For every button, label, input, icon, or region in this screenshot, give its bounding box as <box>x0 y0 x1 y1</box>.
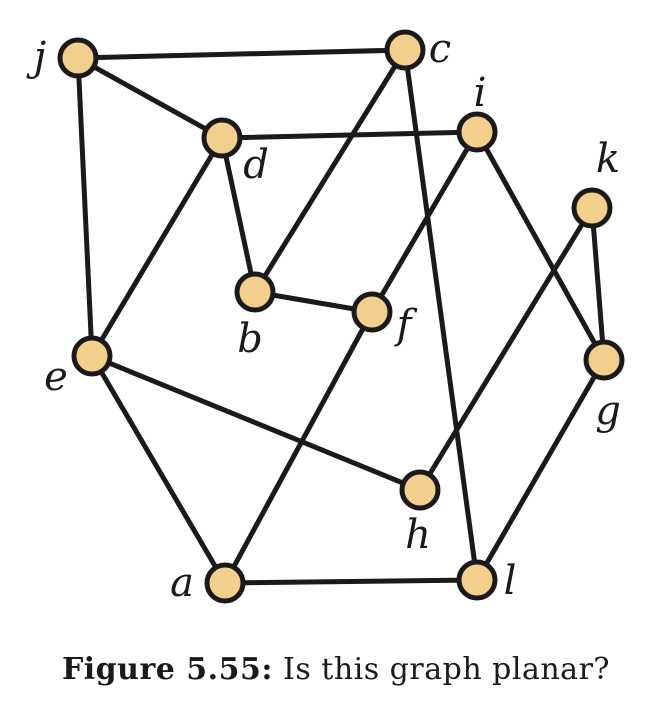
vertex-d <box>201 117 243 159</box>
edge-j-e <box>75 55 95 359</box>
vertex-i <box>456 111 498 153</box>
vertex-g <box>583 339 625 381</box>
edges <box>75 47 607 586</box>
edge-c-l <box>402 47 480 583</box>
vertex-label-b: b <box>237 316 263 362</box>
graph-diagram: j c d i k b f e g h a l <box>26 26 625 606</box>
vertex-label-i: i <box>474 70 487 116</box>
vertex-f <box>351 291 393 333</box>
vertex-label-k: k <box>596 136 620 182</box>
figure-caption: Figure 5.55: Is this graph planar? <box>0 652 672 687</box>
edge-e-h <box>89 353 423 493</box>
vertex-l <box>456 559 498 601</box>
vertex-label-c: c <box>429 26 451 72</box>
edge-l-g <box>474 357 607 583</box>
vertex-a <box>204 562 246 604</box>
vertex-c <box>384 29 426 71</box>
vertex-label-j: j <box>26 34 46 80</box>
edge-c-b <box>252 47 408 295</box>
edge-j-d <box>75 55 225 141</box>
edge-e-a <box>89 353 228 586</box>
edge-k-g <box>589 205 607 363</box>
vertex-e <box>71 335 113 377</box>
edge-d-i <box>219 129 480 141</box>
vertex-label-h: h <box>405 512 431 558</box>
figure-label: Figure 5.55: <box>61 652 273 687</box>
edge-d-e <box>89 135 225 359</box>
vertex-label-e: e <box>44 354 68 400</box>
edge-i-g <box>474 129 607 363</box>
vertex-label-a: a <box>170 560 194 606</box>
vertex-h <box>399 469 441 511</box>
vertex-k <box>571 187 613 229</box>
vertex-b <box>234 271 276 313</box>
vertices <box>57 29 625 604</box>
edge-i-f <box>369 129 480 315</box>
vertex-label-f: f <box>394 302 418 348</box>
vertex-label-d: d <box>243 142 269 188</box>
edge-j-c <box>75 47 408 61</box>
edge-k-h <box>417 205 595 493</box>
edge-d-b <box>219 135 258 295</box>
vertex-label-l: l <box>504 558 517 604</box>
edge-a-l <box>222 577 480 586</box>
edge-f-a <box>222 309 375 586</box>
vertex-j <box>57 37 99 79</box>
caption-text: Is this graph planar? <box>283 652 610 687</box>
vertex-label-g: g <box>595 388 621 434</box>
